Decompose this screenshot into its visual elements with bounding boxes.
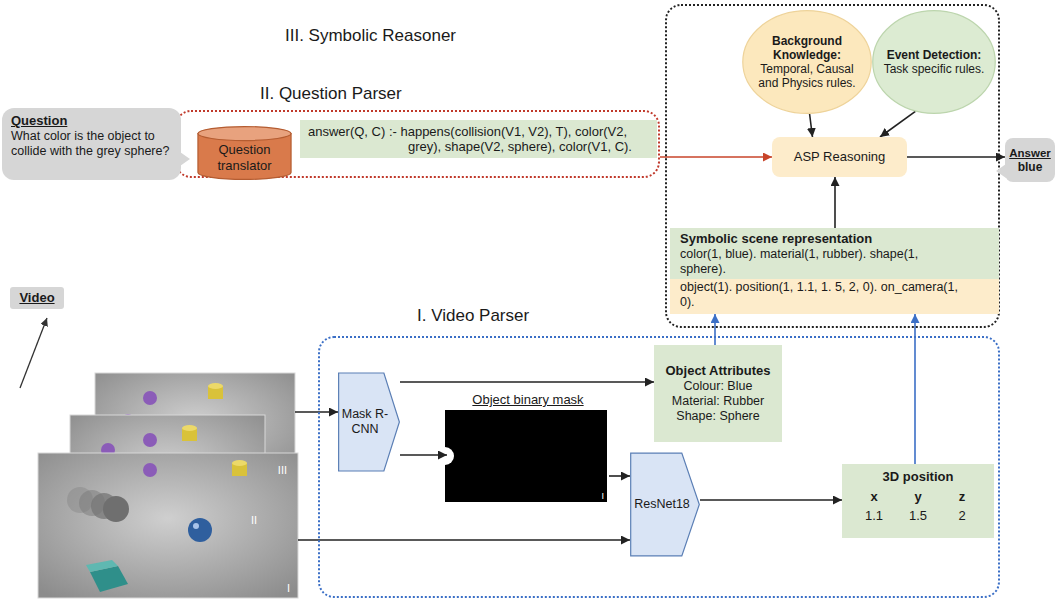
bubble-tail <box>996 164 1006 178</box>
frame-number: II <box>251 514 257 526</box>
parser-region: II. Question ParserQuestion translatoran… <box>175 110 660 178</box>
event-circle: Event Detection:Task specific rules. <box>872 10 996 114</box>
flow-arrow <box>295 411 338 413</box>
cnn-block: Mask R-CNN <box>338 372 400 472</box>
box-title: 3D position <box>852 469 984 485</box>
question-bubble: QuestionWhat color is the object to coll… <box>2 108 181 180</box>
video-frame: I <box>38 453 298 598</box>
bubble-tail <box>180 152 190 166</box>
flow-arrow <box>700 499 842 501</box>
bubble-body: What color is the object to collide with… <box>11 129 172 159</box>
knowledge-circle: Background Knowledge:Temporal, Causal an… <box>742 10 872 114</box>
stage-heading: II. Question Parser <box>260 84 402 104</box>
answer-value: blue <box>1018 160 1043 174</box>
rule-box: answer(Q, C) :- happens(collision(V1, V2… <box>300 120 657 158</box>
flow-arrow <box>298 539 630 541</box>
flow-arrow <box>907 156 1005 158</box>
value-table: xyz 1.11.52 <box>852 489 984 524</box>
scene-facts: object(1). position(1, 1.1, 1. 5, 2, 0).… <box>670 279 999 314</box>
circle-body: Temporal, Causal and Physics rules. <box>758 62 856 90</box>
bubble-title: Answer <box>1009 146 1051 160</box>
mask-panel: Object binary maskI <box>447 392 609 504</box>
reasoner-region: III. Symbolic ReasonerBackground Knowled… <box>665 4 1000 328</box>
fact-text: color(1, blue). material(1, rubber). sha… <box>680 247 942 277</box>
circle-body: Task specific rules. <box>884 62 985 76</box>
box-title: Symbolic scene representation <box>680 231 989 247</box>
video-frame: II <box>70 415 265 530</box>
table-cell: y <box>896 489 940 505</box>
time-arrow <box>20 318 47 388</box>
box-label: Question translator <box>203 142 286 174</box>
block-label: Mask R-CNN <box>340 407 390 437</box>
table-cell: 1.1 <box>852 508 896 524</box>
position-box: 3D position xyz 1.11.52 <box>842 464 994 538</box>
block-label: ResNet18 <box>634 497 690 512</box>
attributes-box: Object AttributesColour: BlueMaterial: R… <box>654 345 782 442</box>
video-region: I. Video ParserMask R-CNNObject binary m… <box>318 336 1000 598</box>
translator-cylinder: Question translator <box>197 126 292 180</box>
frame-number: I <box>287 582 290 594</box>
answer-bubble: Answerblue <box>1005 138 1055 182</box>
table-cell: z <box>940 489 984 505</box>
scene-box: Symbolic scene representationcolor(1, bl… <box>670 228 999 314</box>
table-cell: x <box>852 489 896 505</box>
tag-label: Video <box>19 290 54 306</box>
flow-arrow <box>810 114 813 137</box>
cnn-block: ResNet18 <box>630 452 700 557</box>
rule-text: answer(Q, C) :- happens(collision(V1, V2… <box>308 124 649 154</box>
table-cell: 1.5 <box>896 508 940 524</box>
asp-box: ASP Reasoning <box>772 137 907 177</box>
binary-mask-image <box>445 410 607 502</box>
video-frame: III <box>95 373 295 480</box>
fact-text: object(1). position(1, 1.1, 1. 5, 2, 0).… <box>680 280 962 310</box>
bubble-title: Question <box>11 113 172 129</box>
circle-title: Background Knowledge: <box>758 34 856 62</box>
circle-title: Event Detection: <box>887 48 982 62</box>
attribute-line: Material: Rubber <box>672 394 764 409</box>
attribute-line: Shape: Sphere <box>676 409 759 424</box>
flow-arrow <box>400 454 447 456</box>
flow-arrow <box>660 156 772 158</box>
frame-number: I <box>601 491 604 501</box>
attribute-line: Colour: Blue <box>684 379 753 394</box>
video-frame-i <box>38 453 298 598</box>
box-title: Object Attributes <box>666 363 771 379</box>
frame-number: III <box>278 464 287 476</box>
flow-arrow <box>400 381 654 383</box>
panel-title: Object binary mask <box>447 392 609 408</box>
table-cell: 2 <box>940 508 984 524</box>
stage-heading: I. Video Parser <box>417 306 529 326</box>
flow-arrow <box>609 475 630 477</box>
flow-arrow <box>880 111 915 137</box>
box-label: ASP Reasoning <box>794 149 886 165</box>
flow-arrow <box>714 314 716 345</box>
flow-arrow <box>834 177 836 228</box>
video-tag: Video <box>10 287 64 309</box>
stage-heading: III. Symbolic Reasoner <box>285 26 456 46</box>
